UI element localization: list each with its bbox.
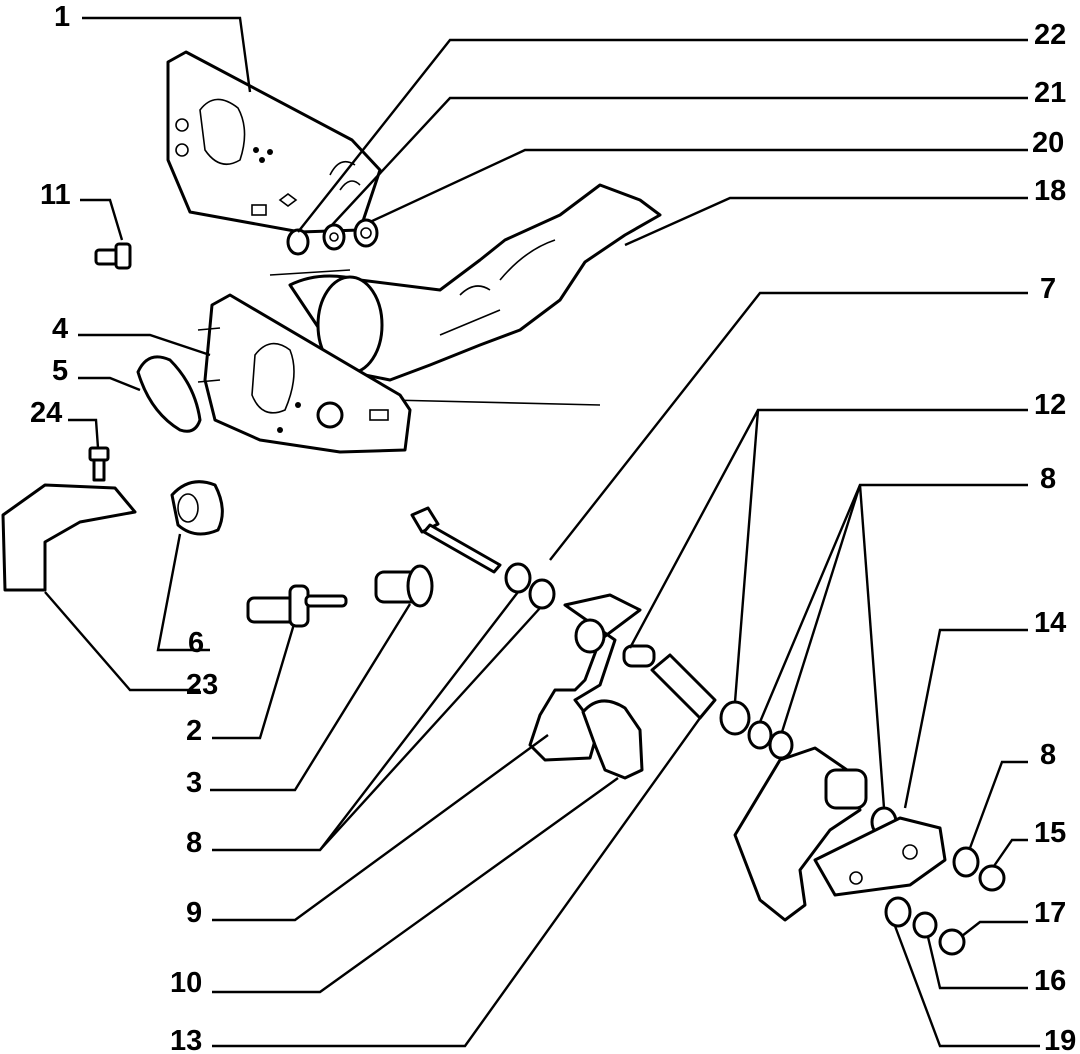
leader-lines [44, 16, 1040, 1048]
callout-7: 7 [1040, 273, 1056, 305]
callout-2: 2 [186, 715, 202, 747]
part-4-support-plate [197, 293, 412, 454]
callout-14: 14 [1034, 607, 1066, 639]
part-18-pedal-housing [269, 183, 662, 406]
part-13-sleeve [650, 653, 717, 720]
callout-1: 1 [54, 1, 70, 33]
part-7-long-bolt [410, 506, 502, 574]
callout-10: 10 [170, 967, 202, 999]
part-1-bracket-plate [166, 50, 382, 234]
callout-5: 5 [52, 355, 68, 387]
part-8-washers-middle [719, 700, 794, 760]
callout-15: 15 [1034, 817, 1066, 849]
callout-13: 13 [170, 1025, 202, 1054]
part-14-lever-assembly [733, 746, 947, 922]
callout-11: 11 [40, 179, 71, 211]
callout-21: 21 [1034, 77, 1066, 109]
part-9-pedal-lever [528, 593, 642, 762]
part-3-bushing [374, 564, 434, 608]
part-10-pedal-pad [581, 699, 644, 780]
callout-9: 9 [186, 897, 202, 929]
callout-22: 22 [1034, 19, 1066, 51]
callout-16: 16 [1034, 965, 1066, 997]
part-11-bolt [94, 242, 132, 270]
callout-labels: 1 22 21 20 11 18 4 5 7 24 12 8 6 23 14 2… [30, 1, 1076, 1054]
callout-17: 17 [1034, 897, 1066, 929]
part-6-grommet [170, 480, 224, 536]
callout-6: 6 [188, 627, 204, 659]
part-2-pivot-pin [246, 584, 348, 628]
callout-12: 12 [1034, 389, 1066, 421]
parts-8-15-right [952, 846, 1006, 892]
callout-20: 20 [1032, 127, 1064, 159]
parts-artwork [1, 50, 1006, 956]
callout-4: 4 [52, 313, 68, 345]
callout-8-right: 8 [1040, 739, 1056, 771]
callout-24: 24 [30, 397, 62, 429]
callout-23: 23 [186, 669, 218, 701]
parts-16-17-19-nuts [884, 896, 966, 956]
callout-19: 19 [1044, 1025, 1076, 1054]
parts-20-21-22-washers [286, 218, 379, 256]
callout-8-upper: 8 [1040, 463, 1056, 495]
part-12-spacer [622, 644, 656, 668]
part-8-washers-left [504, 562, 556, 610]
callout-3: 3 [186, 767, 202, 799]
part-23-shield [1, 483, 137, 592]
part-24-screw [88, 446, 110, 482]
part-5-gasket [136, 355, 202, 433]
callout-8-lower: 8 [186, 827, 202, 859]
callout-18: 18 [1034, 175, 1066, 207]
